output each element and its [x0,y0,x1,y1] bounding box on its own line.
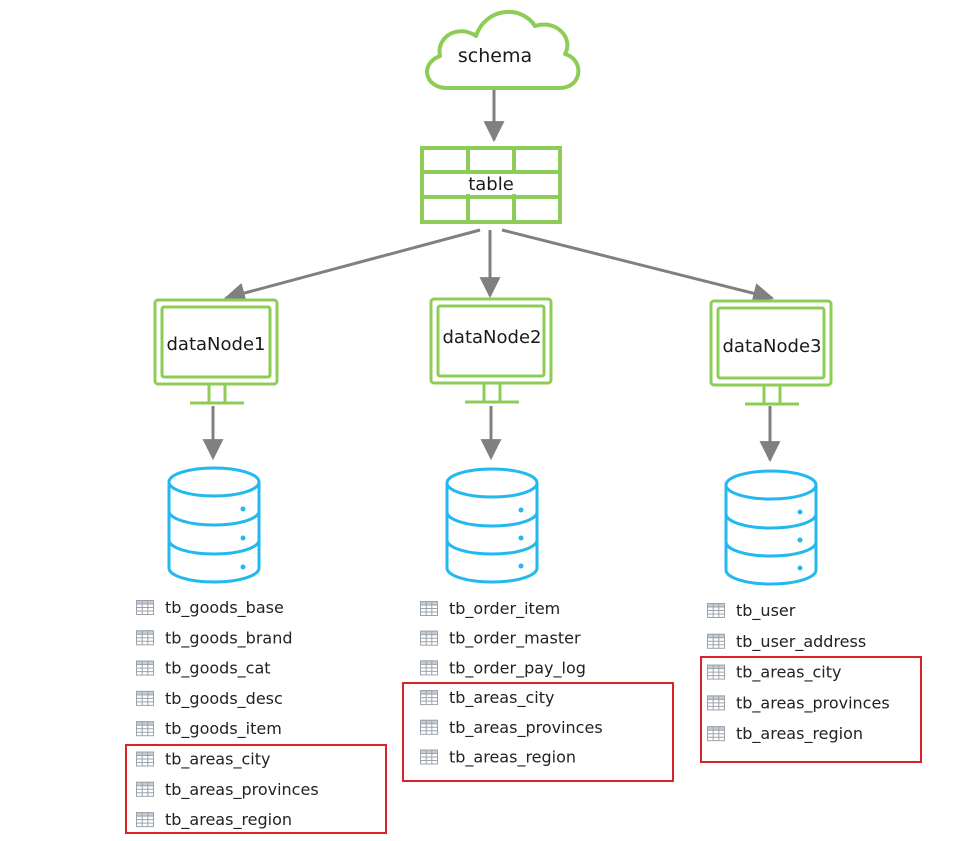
list-item: tb_goods_item [136,719,282,739]
monitor-icon [709,299,833,406]
list-item: tb_goods_desc [136,689,283,709]
arrow-table-to-node3 [501,228,775,304]
table-icon [136,690,154,706]
table-icon [707,664,725,680]
table-name: tb_areas_region [736,724,863,744]
table-icon [420,630,438,646]
cloud-icon [425,9,581,90]
table-name: tb_areas_region [165,810,292,830]
list-item: tb_areas_city [707,663,841,683]
data-node-1-label: dataNode1 [167,334,266,355]
table-label: table [468,174,514,195]
table-name: tb_goods_item [165,719,282,739]
table-icon [420,601,438,616]
table-name: tb_areas_city [165,750,270,770]
list-item: tb_order_master [420,629,581,649]
table-icon [420,690,438,706]
database-icon [724,469,818,586]
table-name: tb_areas_provinces [736,693,890,713]
table-name: tb_order_pay_log [449,658,586,678]
table-name: tb_areas_city [736,663,841,683]
table-name: tb_areas_provinces [165,780,319,800]
table-icon [420,749,438,765]
table-name: tb_areas_region [449,748,576,768]
list-item: tb_goods_base [136,598,284,618]
table-icon [707,726,725,742]
list-item: tb_user [707,601,796,621]
list-item: tb_areas_city [136,750,270,770]
data-node-3-label: dataNode3 [723,336,822,357]
table-name: tb_order_item [449,599,560,619]
list-item: tb_areas_region [136,810,292,830]
database-icon [167,466,261,584]
table-name: tb_goods_desc [165,689,283,709]
table-name: tb_goods_base [165,598,284,618]
grid-icon [420,146,562,224]
schema-label: schema [458,45,532,67]
table-icon [707,603,725,618]
table-list-node2: tb_order_item tb_order_master tb_order_pay… [420,599,603,768]
table-icon [420,660,438,676]
monitor-icon [153,298,279,405]
table-name: tb_goods_brand [165,628,293,648]
list-item: tb_areas_provinces [707,693,890,713]
table-icon [136,600,154,615]
monitor-icon [429,297,553,404]
table-node: table [420,146,562,224]
list-item: tb_areas_region [420,748,576,768]
table-icon [136,781,154,797]
table-icon [707,695,725,711]
arrow-table-to-node1 [223,228,481,304]
table-name: tb_user [736,601,796,621]
table-list-node3: tb_user tb_user_address tb_areas_city tb_ar… [707,601,890,744]
highlight-box-node1 [125,744,387,834]
list-item: tb_goods_cat [136,659,271,679]
table-name: tb_user_address [736,632,866,652]
list-item: tb_order_pay_log [420,658,586,678]
highlight-box-node2 [402,682,674,782]
table-icon [707,633,725,649]
list-item: tb_user_address [707,632,866,652]
list-item: tb_areas_provinces [420,718,603,738]
table-icon [136,630,154,646]
table-icon [136,751,154,767]
data-node-3: dataNode3 [709,299,833,406]
list-item: tb_goods_brand [136,628,293,648]
data-node-2-label: dataNode2 [443,327,542,348]
database-icon [445,467,539,584]
table-icon [136,721,154,737]
table-icon [136,812,154,828]
table-name: tb_goods_cat [165,659,271,679]
list-item: tb_areas_region [707,724,863,744]
list-item: tb_order_item [420,599,560,619]
table-icon [136,660,154,676]
table-name: tb_order_master [449,629,581,649]
table-list-node1: tb_goods_base tb_goods_brand tb_goods_catt… [136,598,319,830]
data-node-2: dataNode2 [429,297,553,404]
data-node-1: dataNode1 [153,298,279,405]
table-icon [420,719,438,735]
table-name: tb_areas_provinces [449,718,603,738]
highlight-box-node3 [700,656,922,763]
table-name: tb_areas_city [449,688,554,708]
schema-node: schema [425,9,581,90]
list-item: tb_areas_provinces [136,780,319,800]
list-item: tb_areas_city [420,688,554,708]
